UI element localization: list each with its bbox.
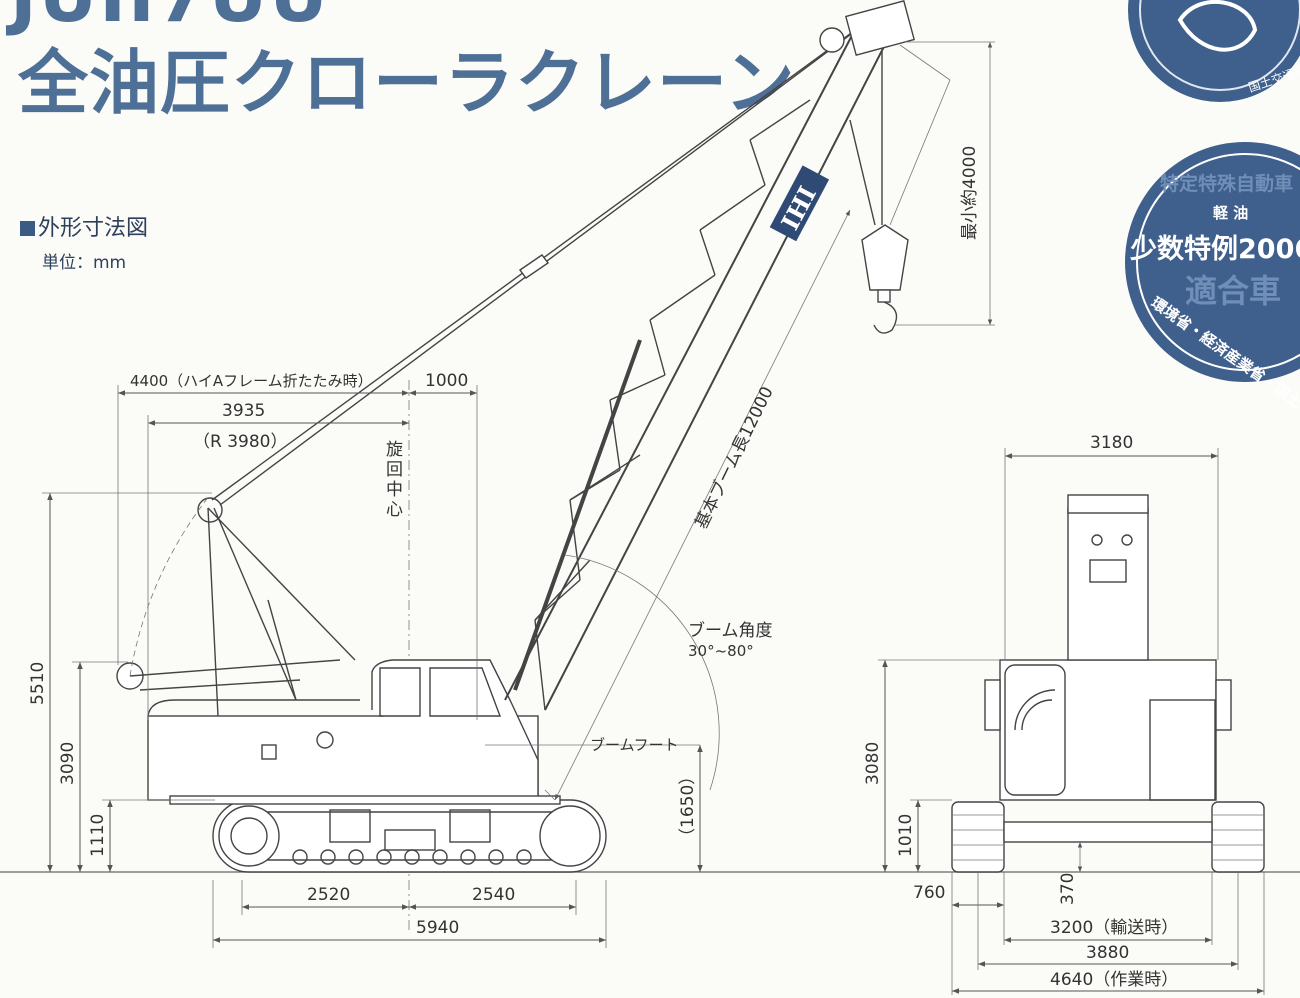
dim-1110: 1110 <box>88 814 108 857</box>
sprocket-wheel <box>539 805 601 867</box>
dim-5510: 5510 <box>28 662 48 705</box>
idler-wheel <box>218 805 280 867</box>
emission-badge-line1: 特定特殊自動車 <box>1160 172 1293 195</box>
front-upper-body <box>999 659 1217 801</box>
lattice-boom: IHI <box>504 0 916 711</box>
boom-length-label: 基本ブーム長12000 <box>691 383 778 532</box>
dim-1650: （1650） <box>678 768 698 845</box>
dim-4640: 4640（作業時） <box>1050 970 1178 990</box>
dim-4400: 4400（ハイAフレーム折たたみ時） <box>130 372 373 390</box>
boom-angle-arc <box>564 554 720 791</box>
model-name-heading: JUII7UU <box>10 0 330 32</box>
operator-cab <box>371 659 539 800</box>
product-title: 全油圧クローラクレーン <box>18 42 796 124</box>
dim-5940: 5940 <box>416 918 459 938</box>
square-bullet-icon <box>20 221 35 236</box>
rotation-center-4: 心 <box>386 500 403 520</box>
track-rollers <box>292 849 532 865</box>
fish-icon <box>1177 0 1258 52</box>
pendant-line <box>211 11 881 501</box>
dim-3935: 3935 <box>222 401 265 421</box>
dim-1010: 1010 <box>896 814 916 857</box>
car-body <box>1003 821 1213 843</box>
rotation-center-3: 中 <box>386 480 403 500</box>
dim-r3980: （R 3980） <box>193 432 287 452</box>
side-view: 旋 回 中 心 <box>0 0 1300 948</box>
dim-2540: 2540 <box>472 885 515 905</box>
dim-760: 760 <box>913 883 945 903</box>
dim-3880: 3880 <box>1086 943 1129 963</box>
dim-1000: 1000 <box>425 371 468 391</box>
boom-angle-range: 30°~80° <box>688 642 754 660</box>
emission-badge-line4: 適合車 <box>1185 272 1281 310</box>
dim-3090: 3090 <box>58 742 78 785</box>
right-track <box>1211 801 1265 873</box>
emission-badge: 特定特殊自動車 軽 油 少数特例2006年 適合車 環境省・経済産業省・国土 <box>1125 142 1300 412</box>
front-cab <box>1004 664 1066 796</box>
section-title: 外形寸法図 <box>20 210 148 242</box>
dim-3200: 3200（輸送時） <box>1050 918 1178 938</box>
rotation-center-2: 回 <box>386 460 403 480</box>
dim-3080: 3080 <box>863 742 883 785</box>
rotation-center-1: 旋 <box>386 440 403 460</box>
left-track <box>951 801 1005 873</box>
dim-370: 370 <box>1058 873 1078 905</box>
boom-foot-label: ブームフート <box>590 736 679 754</box>
boom-angle-label: ブーム角度 <box>688 620 773 641</box>
front-view: 3180 3080 1010 370 760 3200（輸送時） 3880 46… <box>863 433 1265 995</box>
hook-icon <box>873 301 898 334</box>
emission-badge-line2: 軽 油 <box>1213 204 1248 222</box>
front-mast <box>1067 507 1149 661</box>
cab-window <box>429 667 502 717</box>
unit-label: 単位：mm <box>42 253 127 273</box>
section-title-text: 外形寸法図 <box>38 216 149 241</box>
mlit-badge: 国土交通省指定 <box>1128 0 1300 102</box>
boom-hoist-line <box>513 339 642 691</box>
min-4000-label: 最小約4000 <box>960 146 980 240</box>
emission-badge-line3: 少数特例2006年 <box>1130 233 1300 265</box>
a-frame <box>129 497 356 717</box>
hook-block <box>849 44 951 334</box>
dim-2520: 2520 <box>307 885 350 905</box>
dim-3180: 3180 <box>1090 433 1133 453</box>
